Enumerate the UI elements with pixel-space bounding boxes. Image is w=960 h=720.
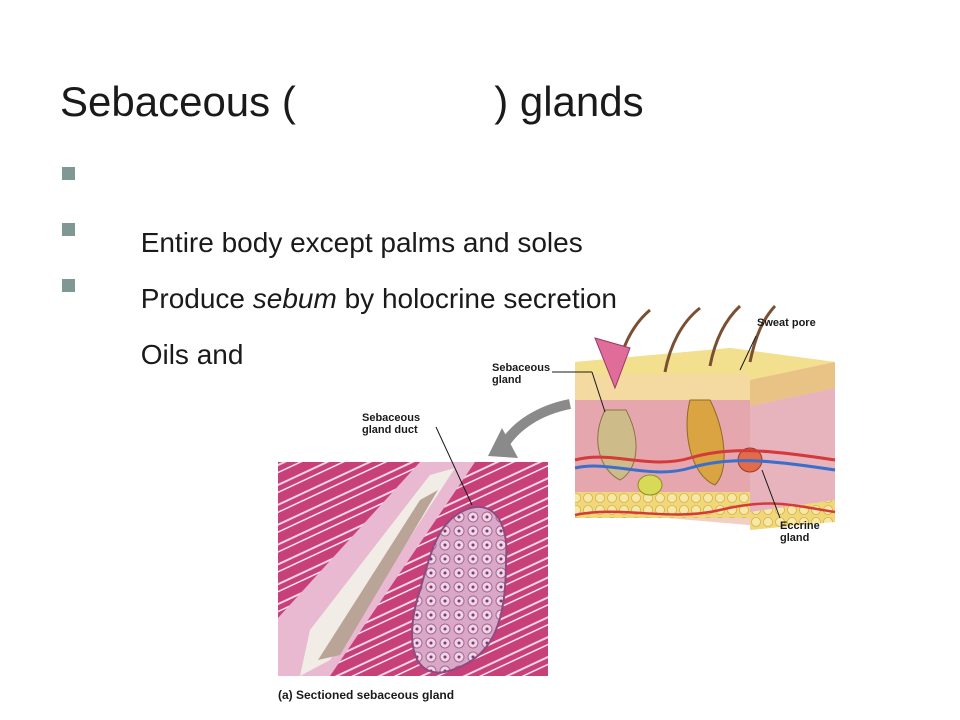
- bullet-text: by holocrine secretion: [336, 283, 617, 314]
- bullet-emphasis: sebum: [252, 283, 337, 314]
- eccrine-gland-label: Eccrine gland: [780, 520, 820, 544]
- sebaceous-gland-label: Sebaceous gland: [492, 362, 551, 386]
- bullet-item: Produce sebum by holocrine secretion: [62, 209, 617, 314]
- bullet-list: Entire body except palms and soles Produ…: [62, 153, 617, 370]
- skin-figure: Sweat pore Sebaceous gland Sebaceous gla…: [270, 300, 870, 710]
- skin-block: [574, 304, 836, 530]
- bullet-item: Entire body except palms and soles: [62, 153, 617, 258]
- bullet-text: Oils and: [140, 339, 244, 370]
- bullet-square-icon: [62, 223, 75, 236]
- bullet-square-icon: [62, 279, 75, 292]
- bullet-text: Produce: [140, 283, 253, 314]
- bullet-item: Oils and: [62, 265, 617, 370]
- micrograph: [278, 462, 548, 676]
- slide-title: Sebaceous ( ) glands: [60, 78, 644, 125]
- skin-illustration: [278, 304, 836, 676]
- bullet-text: Entire body except palms and soles: [140, 227, 583, 258]
- sweat-pore-label: Sweat pore: [757, 317, 816, 329]
- figure-caption: (a) Sectioned sebaceous gland: [278, 688, 455, 702]
- bullet-square-icon: [62, 167, 75, 180]
- sebaceous-gland-duct-label: Sebaceous gland duct: [362, 412, 421, 436]
